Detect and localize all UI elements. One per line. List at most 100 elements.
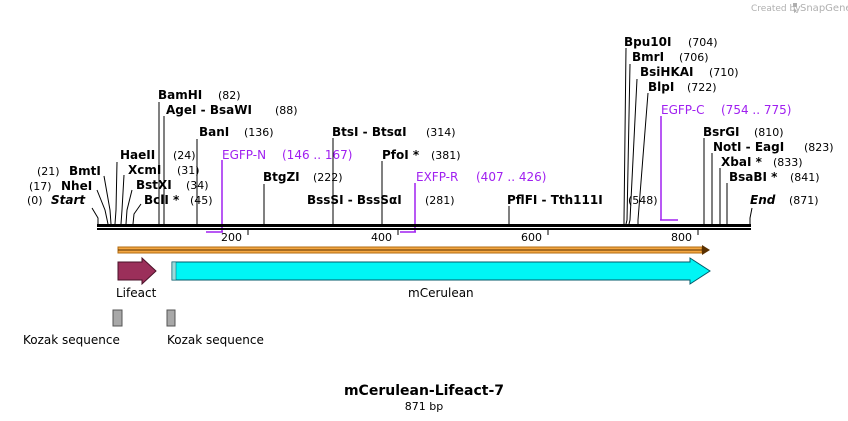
feature-lifeact[interactable]: Lifeact [116,256,157,300]
tick-label-200: 200 [221,231,242,244]
primer-name: EGFP-C [661,103,704,117]
site-name: XcmI [128,163,161,177]
mcerulean-arrow-icon [171,257,711,285]
site-pos: (722) [687,81,717,94]
site-pflfi[interactable]: PflFI - Tth111I (548) [507,193,658,207]
snapgene-credit: Created by SnapGene [751,3,848,14]
feature-kozak-2[interactable]: Kozak sequence [166,309,264,347]
site-btsi[interactable]: BtsI - BtsαI (314) [332,125,456,139]
site-bamhi[interactable]: BamHI (82) [158,88,241,102]
site-name: BlpI [648,80,674,94]
site-pos: (222) [313,171,343,184]
start-pos: (0) [27,194,43,207]
site-name: XbaI * [721,155,763,169]
connector-end [749,207,753,224]
primer-name: EGFP-N [222,148,266,162]
site-name: AgeI - BsaWI [166,103,252,117]
site-bsihkai[interactable]: BsiHKAI (710) [640,65,739,79]
connector-start [91,207,99,224]
lifeact-label: Lifeact [116,286,157,300]
site-nhei[interactable]: (17) NheI [29,179,92,193]
site-pos: (17) [29,180,52,193]
primer-labels: EGFP-N (146 .. 167) EXFP-R (407 .. 426) … [222,103,791,184]
backbone-top-strand [97,224,751,227]
site-pos: (281) [425,194,455,207]
site-connectors [91,47,753,225]
primer-name: EXFP-R [416,170,458,184]
map-title: mCerulean-Lifeact-7 [344,383,504,399]
feature-kozak-1[interactable]: Kozak sequence [23,309,123,347]
connector-nhei [96,189,109,225]
primer-egfp-n[interactable]: EGFP-N (146 .. 167) [222,148,352,162]
restriction-sites: (17) NheI (21) BmtI BclI * (45) BstXI (3… [29,35,834,207]
site-pos: (841) [790,171,820,184]
connector-blpi [637,92,649,224]
site-bstxi[interactable]: BstXI (34) [136,178,209,192]
site-pos: (136) [244,126,274,139]
end-pos: (871) [789,194,819,207]
credit-brand: SnapGene [800,3,848,14]
site-xbai[interactable]: XbaI * (833) [721,155,803,169]
site-pos: (833) [773,156,803,169]
site-pos: (710) [709,66,739,79]
site-name: BclI * [144,193,180,207]
site-pos: (88) [275,104,298,117]
connector-bstxi [125,189,133,225]
site-haeii[interactable]: HaeII (24) [120,148,196,162]
site-name: NotI - EagI [713,140,784,154]
credit-prefix: Created by [751,4,801,14]
site-name: BssSI - BssSαI [307,193,402,207]
connector-bmti [103,175,112,225]
primer-markers [206,116,678,233]
site-bmri[interactable]: BmrI (706) [632,50,709,64]
primer-egfp-c[interactable]: EGFP-C (754 .. 775) [661,103,791,117]
site-noti[interactable]: NotI - EagI (823) [713,140,834,154]
connector-haeii [114,161,118,225]
connector-bpu10i [623,47,627,224]
site-blpi[interactable]: BlpI (722) [648,80,717,94]
start-label: Start [51,193,86,207]
site-bcli[interactable]: BclI * (45) [144,193,213,207]
primer-range: (146 .. 167) [282,148,352,162]
site-bsabi[interactable]: BsaBI * (841) [729,170,820,184]
kozak-1-label: Kozak sequence [23,333,120,347]
site-pos: (82) [218,89,241,102]
backbone-bottom-strand [97,228,751,230]
site-name: BsrGI [703,125,740,139]
tick-label-800: 800 [671,231,692,244]
site-xcmi[interactable]: XcmI (31) [128,163,200,177]
site-name: BtsI - BtsαI [332,125,407,139]
orf-arrow-icon [702,245,710,255]
site-pos: (21) [37,165,60,178]
feature-mcerulean[interactable]: mCerulean [171,257,711,300]
kozak-2-label: Kozak sequence [167,333,264,347]
site-agei[interactable]: AgeI - BsaWI (88) [166,103,298,117]
site-pos: (314) [426,126,456,139]
site-name: BtgZI [263,170,300,184]
site-bsssi[interactable]: BssSI - BssSαI (281) [307,193,455,207]
sequence-backbone: 200 400 600 800 [97,224,751,244]
connector-xcmi [120,174,125,225]
site-pos: (706) [679,51,709,64]
orf-bar [117,245,710,255]
site-name: BsaBI * [729,170,778,184]
site-name: BanI [199,125,229,139]
mcerulean-start-hatch [171,261,177,281]
site-bpu10i[interactable]: Bpu10I (704) [624,35,718,49]
tick-label-600: 600 [521,231,542,244]
site-bani[interactable]: BanI (136) [199,125,274,139]
site-pos: (704) [688,36,718,49]
mcerulean-label: mCerulean [408,286,474,300]
site-pos: (810) [754,126,784,139]
site-bmti[interactable]: (21) BmtI [37,164,101,178]
site-bsrgi[interactable]: BsrGI (810) [703,125,784,139]
connector-bsihkai [628,78,638,225]
snapgene-logo-icon [793,3,797,13]
kozak-2-block [166,309,176,327]
site-pos: (31) [177,164,200,177]
site-pos: (381) [431,149,461,162]
site-pos: (548) [628,194,658,207]
site-btgzi[interactable]: BtgZI (222) [263,170,343,184]
primer-exfp-r[interactable]: EXFP-R (407 .. 426) [416,170,546,184]
site-pfoi[interactable]: PfoI * (381) [382,148,461,162]
